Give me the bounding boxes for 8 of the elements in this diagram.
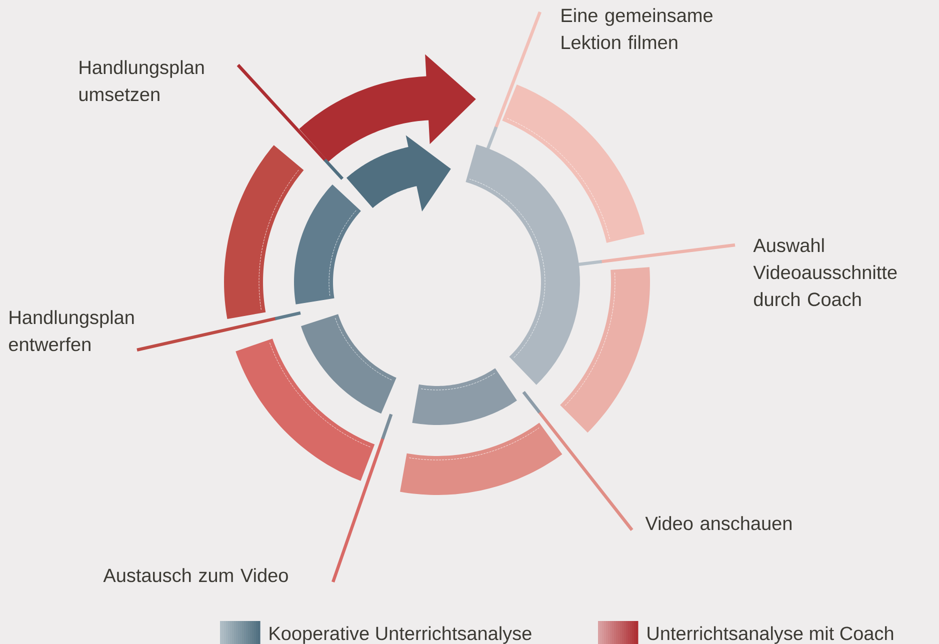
phase-label: Eine gemeinsame Lektion filmen [562, 8, 712, 50]
phase-label: Auswahl Videoausschnitte durch Coach [753, 238, 897, 306]
phase-label: Handlungsplan umsetzen [79, 60, 204, 102]
legend-label: Unterrichtsanalyse mit Coach [648, 626, 894, 644]
legend-label: Kooperative Unterrichtsanalyse [270, 626, 532, 644]
phase-label: Video anschauen [645, 516, 792, 530]
phase-label: Austausch zum Video [103, 568, 288, 582]
phase-label: Handlungsplan entwerfen [9, 310, 134, 352]
